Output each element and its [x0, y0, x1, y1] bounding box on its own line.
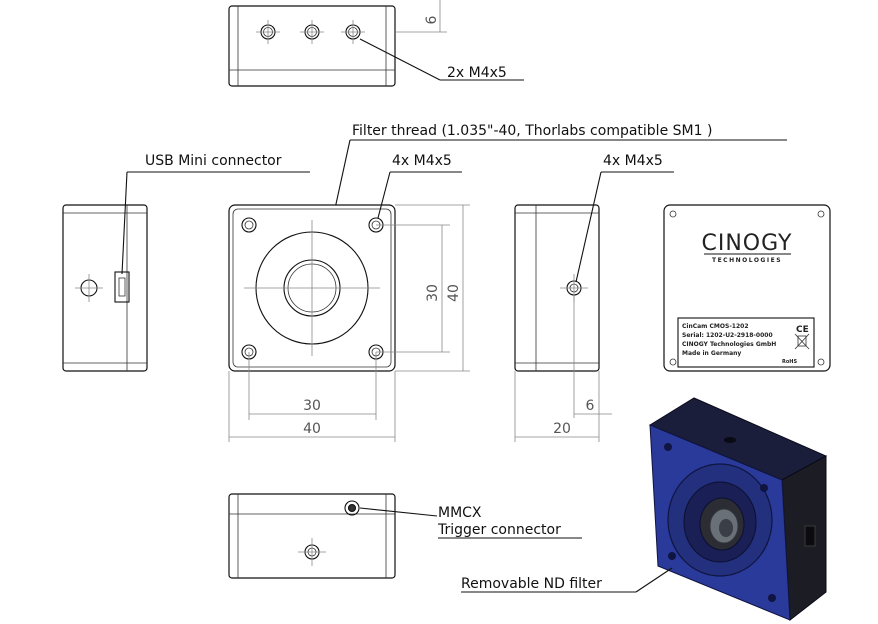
dim-side-depth: 20 [553, 421, 571, 437]
dim-inner-height: 30 [425, 284, 441, 302]
dim-outer-width: 40 [303, 421, 321, 437]
rohs-mark: RoHS [782, 359, 797, 365]
left-side-view: USB Mini connector [62, 153, 310, 372]
label-side-holes: 4x M4x5 [603, 153, 663, 169]
label-trigger: Trigger connector [437, 522, 561, 538]
back-view: CINOGY TECHNOLOGIES CinCam CMOS-1202 Ser… [663, 204, 831, 372]
label-top-holes: 2x M4x5 [447, 65, 507, 81]
label-filter-thread: Filter thread (1.035"-40, Thorlabs compa… [352, 123, 712, 139]
svg-text:CINOGY Technologies GmbH: CINOGY Technologies GmbH [682, 341, 776, 348]
front-view: 4x M4x5 30 40 30 40 [228, 153, 470, 442]
top-hole-left [256, 20, 280, 44]
svg-text:CinCam CMOS-1202: CinCam CMOS-1202 [682, 323, 749, 330]
dim-side-offset: 6 [586, 398, 595, 414]
label-front-holes: 4x M4x5 [392, 153, 452, 169]
filter-thread-ring [244, 220, 380, 356]
svg-text:CINOGY: CINOGY [701, 231, 792, 256]
label-usb: USB Mini connector [145, 153, 282, 169]
top-hole-middle [300, 20, 324, 44]
label-nd-filter: Removable ND filter [461, 576, 602, 592]
dim-top-depth: 6 [424, 15, 440, 24]
top-view: 6 2x M4x5 [228, 0, 524, 87]
svg-text:TECHNOLOGIES: TECHNOLOGIES [712, 257, 782, 264]
front-hole-tl [241, 217, 257, 233]
top-hole-right [341, 20, 365, 44]
dim-outer-height: 40 [446, 284, 462, 302]
mmcx-connector [344, 500, 360, 516]
bottom-view: MMCX Trigger connector [228, 493, 582, 579]
label-mmcx: MMCX [438, 505, 482, 521]
ce-mark: CE [796, 325, 809, 335]
brand-logo: CINOGY TECHNOLOGIES [701, 231, 792, 264]
right-side-view: 4x M4x5 6 20 [514, 153, 674, 442]
type-plate: CinCam CMOS-1202 Serial: 1202-U2-2918-00… [677, 317, 815, 368]
svg-text:Made in Germany: Made in Germany [682, 350, 741, 357]
camera-3d-render [648, 397, 828, 621]
dim-inner-width: 30 [303, 398, 321, 414]
weee-bin-icon [794, 333, 810, 350]
svg-text:Serial: 1202-U2-2918-0000: Serial: 1202-U2-2918-0000 [682, 332, 773, 339]
